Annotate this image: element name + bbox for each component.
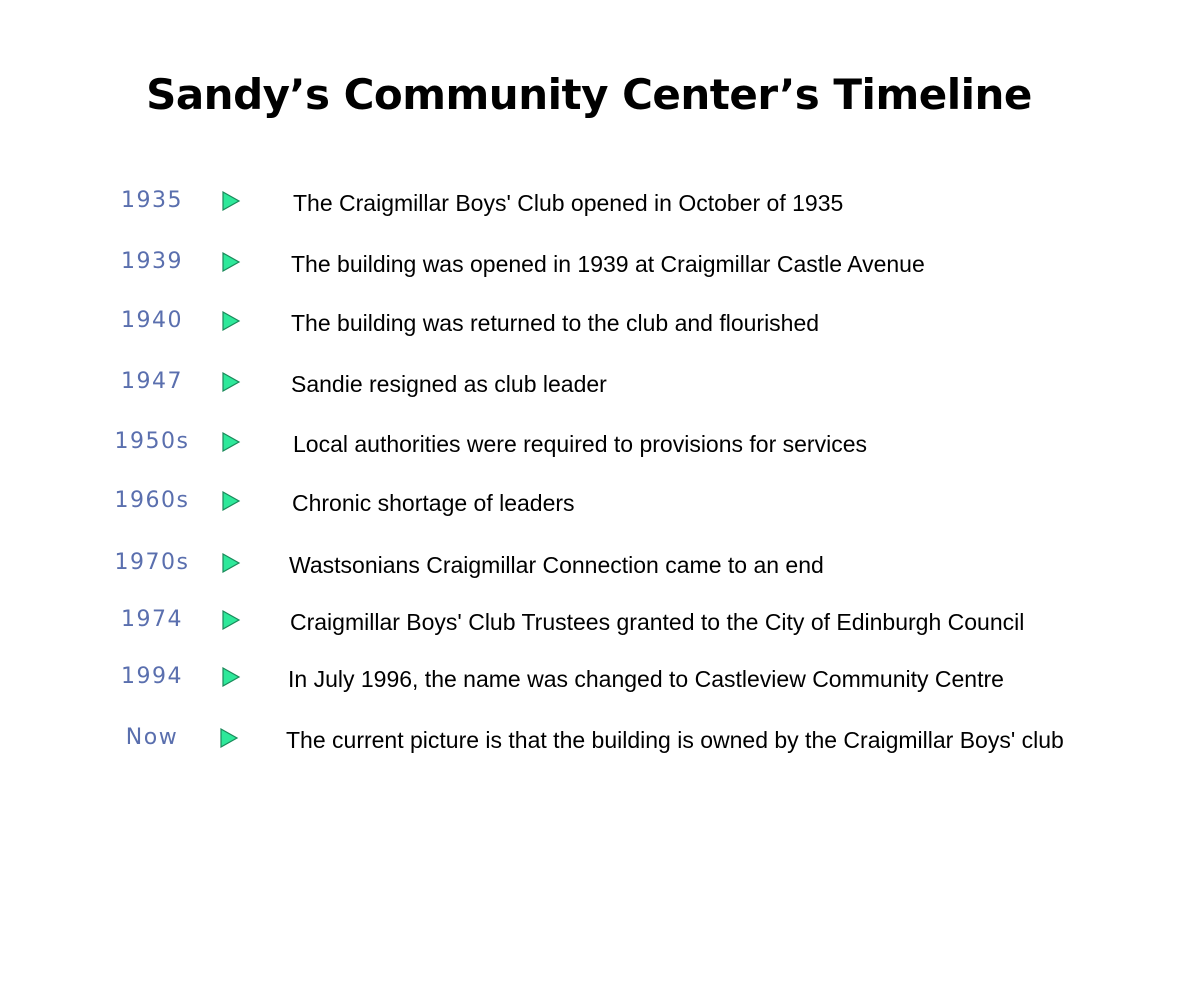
timeline-year: 1935 — [121, 188, 183, 213]
play-arrow-icon — [222, 311, 241, 331]
timeline-row: 1940 The building was returned to the cl… — [0, 306, 1200, 346]
timeline-event: Wastsonians Craigmillar Connection came … — [289, 552, 824, 578]
timeline-event: The building was opened in 1939 at Craig… — [291, 251, 925, 277]
timeline-row: 1939 The building was opened in 1939 at … — [0, 247, 1200, 287]
play-arrow-icon — [222, 432, 241, 452]
timeline-row: 1950s Local authorities were required to… — [0, 427, 1200, 467]
timeline-year: 1994 — [121, 664, 183, 689]
play-arrow-icon — [222, 491, 241, 511]
page-title: Sandy’s Community Center’s Timeline — [146, 70, 1032, 119]
timeline-row: 1970s Wastsonians Craigmillar Connection… — [0, 548, 1200, 588]
timeline-event: Sandie resigned as club leader — [291, 371, 607, 397]
timeline-row: Now The current picture is that the buil… — [0, 723, 1200, 763]
play-arrow-icon — [222, 667, 241, 687]
timeline-event: In July 1996, the name was changed to Ca… — [288, 666, 1004, 692]
timeline-event: The current picture is that the building… — [286, 727, 1064, 753]
timeline-row: 1994 In July 1996, the name was changed … — [0, 662, 1200, 702]
timeline-row: 1974 Craigmillar Boys' Club Trustees gra… — [0, 605, 1200, 645]
timeline-event: Craigmillar Boys' Club Trustees granted … — [290, 609, 1025, 635]
timeline-year: 1974 — [121, 607, 183, 632]
timeline-year: 1947 — [121, 369, 183, 394]
timeline-year: 1960s — [114, 488, 190, 513]
timeline-year: Now — [125, 725, 179, 750]
timeline-row: 1947 Sandie resigned as club leader — [0, 367, 1200, 407]
play-arrow-icon — [222, 610, 241, 630]
play-arrow-icon — [220, 728, 239, 748]
timeline-event: Chronic shortage of leaders — [292, 490, 575, 516]
play-arrow-icon — [222, 191, 241, 211]
timeline-row: 1960s Chronic shortage of leaders — [0, 486, 1200, 526]
timeline-year: 1970s — [114, 550, 190, 575]
play-arrow-icon — [222, 252, 241, 272]
timeline-event: Local authorities were required to provi… — [293, 431, 867, 457]
timeline-year: 1950s — [114, 429, 190, 454]
timeline-event: The building was returned to the club an… — [291, 310, 820, 336]
timeline-year: 1939 — [121, 249, 183, 274]
timeline-year: 1940 — [121, 308, 183, 333]
timeline-event: The Craigmillar Boys' Club opened in Oct… — [293, 190, 844, 216]
timeline-row: 1935 The Craigmillar Boys' Club opened i… — [0, 186, 1200, 226]
play-arrow-icon — [222, 372, 241, 392]
play-arrow-icon — [222, 553, 241, 573]
